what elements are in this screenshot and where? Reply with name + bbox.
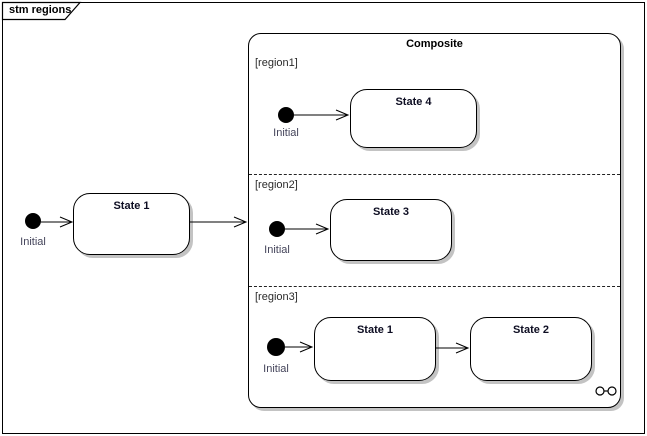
- region2-initial-label: Initial: [264, 244, 290, 256]
- state-name: State 2: [512, 324, 550, 336]
- state-name: State 1: [113, 200, 150, 212]
- state-name: State 3: [372, 206, 410, 218]
- region1-label: [region1]: [255, 57, 298, 69]
- composite-state-name: Composite: [406, 38, 463, 50]
- region3-initial-label: Initial: [263, 363, 289, 375]
- state-region3-state1[interactable]: State 1: [314, 317, 436, 381]
- region1-initial-label: Initial: [273, 127, 299, 139]
- state-name: State 4: [395, 96, 432, 108]
- region2-label: [region2]: [255, 179, 298, 191]
- state-region1-state4[interactable]: State 4: [350, 89, 477, 148]
- region-divider-2: [249, 286, 620, 287]
- region-divider-1: [249, 174, 620, 175]
- state-region3-state2[interactable]: State 2: [470, 317, 592, 381]
- region3-label: [region3]: [255, 291, 298, 303]
- frame-title: stm regions: [9, 4, 72, 16]
- state-region2-state3[interactable]: State 3: [330, 199, 452, 261]
- state-outer-state1[interactable]: State 1: [73, 193, 190, 255]
- state-name: State 1: [356, 324, 394, 336]
- outer-initial-label: Initial: [20, 236, 46, 248]
